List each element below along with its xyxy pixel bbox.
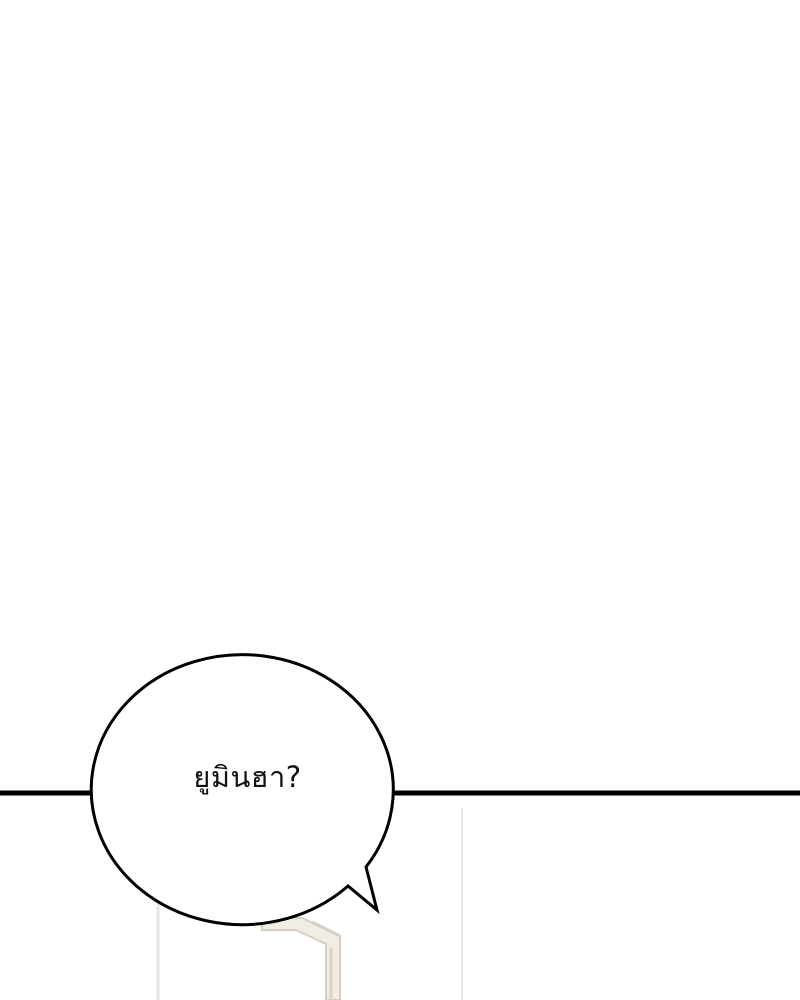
empty-white-panel	[0, 0, 800, 793]
speech-bubble-text: ยูมินฮา?	[193, 760, 302, 794]
speech-bubble-shape	[89, 653, 395, 927]
wooden-frame-illustration	[261, 917, 341, 1000]
